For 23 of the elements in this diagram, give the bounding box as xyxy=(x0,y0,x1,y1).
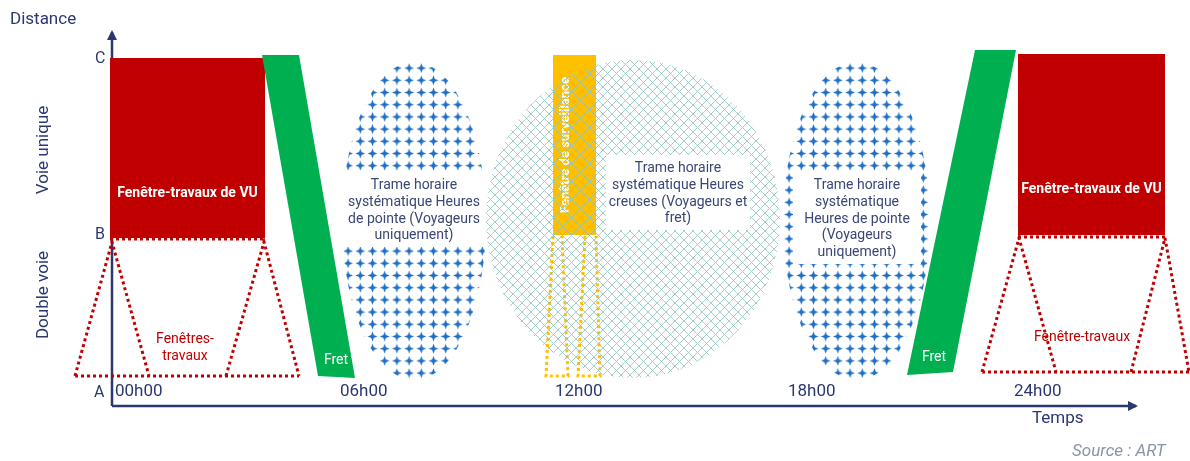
axis-point-label: A xyxy=(94,382,105,401)
window-label: Trame horaire systématique Heures creuses (Voyageurs et fret) xyxy=(606,155,750,231)
tick-label: 00h00 xyxy=(115,380,163,400)
axis-section-label: Double voie xyxy=(32,250,52,340)
window-label: Fret xyxy=(322,351,350,368)
window-label: Trame horaire systématique Heures de pointe (Voyageurs uniquement) xyxy=(793,172,921,264)
source-note: Source : ART xyxy=(1072,440,1166,460)
axis-title: Temps xyxy=(1032,407,1084,427)
window-label: Trame horaire systématique Heures de pointe (Voyageurs uniquement) xyxy=(342,172,486,248)
tick-label: 12h00 xyxy=(555,380,603,400)
tick-label: 24h00 xyxy=(1014,380,1062,400)
window-label: Fenêtre de surveillance xyxy=(556,76,573,215)
axis-title: Distance xyxy=(10,8,77,28)
window-label: Fenêtre-travaux xyxy=(1032,328,1132,345)
axis-point-label: C xyxy=(95,48,106,67)
window-label: Fenêtre-travaux de VU xyxy=(1020,180,1163,197)
tick-label: 06h00 xyxy=(340,380,388,400)
axis-point-label: B xyxy=(95,224,105,243)
axis-section-label: Voie unique xyxy=(32,105,52,195)
window-label: Fenêtre-travaux de VU xyxy=(116,184,259,201)
tick-label: 18h00 xyxy=(788,380,836,400)
window-label: Fret xyxy=(920,348,948,365)
window-label: Fenêtres-travaux xyxy=(155,330,215,364)
